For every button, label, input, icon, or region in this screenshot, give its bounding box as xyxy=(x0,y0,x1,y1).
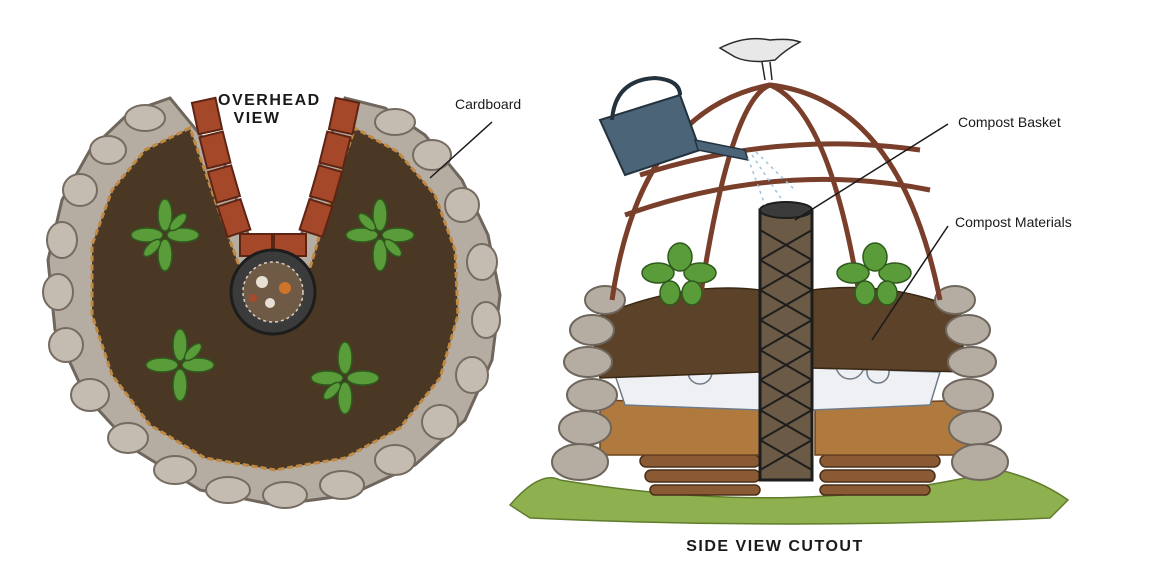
side-view-title: SIDE VIEW CUTOUT xyxy=(686,538,864,555)
compost-materials-label: Compost Materials xyxy=(955,214,1072,230)
compost-basket-leader-line xyxy=(794,123,949,221)
cardboard-label: Cardboard xyxy=(455,96,522,112)
side-view xyxy=(508,37,1070,525)
overhead-view xyxy=(42,96,502,509)
side-compost-basket xyxy=(758,201,814,482)
overhead-compost-basket xyxy=(229,248,317,336)
overhead-plant-3 xyxy=(145,328,215,402)
side-plant-left xyxy=(641,242,717,306)
overhead-view-title: OVERHEAD VIEW xyxy=(218,92,321,128)
watering-can-icon xyxy=(598,75,796,206)
compost-basket-label: Compost Basket xyxy=(958,114,1061,130)
overhead-plants xyxy=(130,198,415,415)
overhead-brick-walls xyxy=(190,96,361,257)
side-plant-right xyxy=(836,242,912,306)
overhead-plant-2 xyxy=(345,198,415,272)
side-plants xyxy=(641,242,912,306)
overhead-view-title-line1: OVERHEAD xyxy=(218,92,321,109)
overhead-plant-4 xyxy=(310,341,380,415)
overhead-plant-1 xyxy=(130,198,200,272)
overhead-stones xyxy=(42,104,501,509)
compost-materials-leader-line xyxy=(871,225,949,341)
bird-icon xyxy=(718,37,802,81)
side-stone-walls xyxy=(551,285,1009,481)
cardboard-leader-line xyxy=(429,121,493,179)
side-hoop-frame xyxy=(609,82,943,301)
overhead-view-title-line2: VIEW xyxy=(233,110,281,127)
